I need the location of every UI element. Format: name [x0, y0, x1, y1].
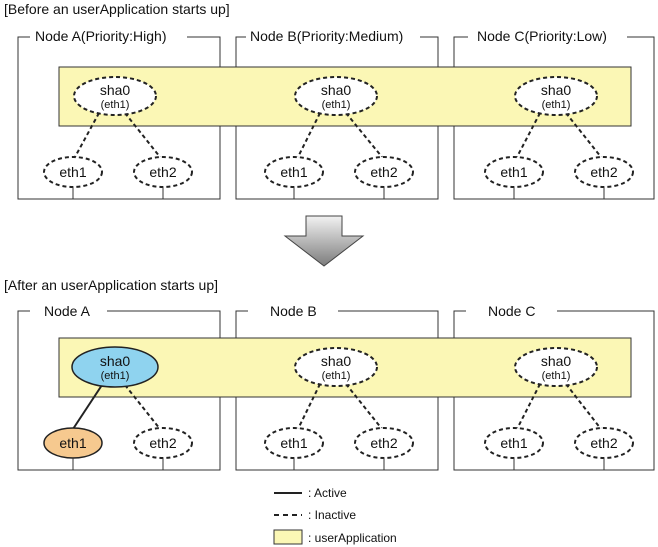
after-b-link-eth1	[297, 383, 321, 430]
before-node-c-label: Node C(Priority:Low)	[477, 28, 607, 44]
after-node-b-group: sha0 (eth1) eth1 eth2	[264, 347, 414, 470]
before-a-sha0	[73, 76, 157, 116]
down-arrow-icon	[283, 215, 365, 267]
before-node-b-label: Node B(Priority:Medium)	[250, 28, 403, 44]
before-c-link-eth1	[516, 112, 541, 158]
before-b-sha0	[294, 76, 378, 116]
before-b-eth1-label: eth1	[280, 164, 307, 180]
legend: : Active : Inactive : userApplication	[273, 486, 397, 545]
before-node-a-group: sha0 (eth1) eth1 eth2	[43, 76, 193, 199]
after-a-eth2-label: eth2	[149, 435, 176, 451]
after-b-sha0-name: sha0	[321, 353, 352, 369]
after-b-eth1-label: eth1	[280, 435, 307, 451]
after-a-sha0-active	[71, 346, 159, 388]
after-a-sha0-name: sha0	[100, 353, 131, 369]
before-b-link-eth1	[297, 112, 321, 158]
before-a-sha0-name: sha0	[100, 82, 131, 98]
after-node-b-frame	[235, 310, 439, 471]
after-c-eth2-label: eth2	[590, 435, 617, 451]
before-node-b-frame	[235, 36, 439, 200]
before-b-sha0-name: sha0	[321, 82, 352, 98]
legend-inactive-label: : Inactive	[308, 508, 356, 522]
after-node-a-group: sha0 (eth1) eth1 eth2	[43, 346, 193, 470]
after-a-eth1-label: eth1	[59, 435, 86, 451]
after-node-c-group: sha0 (eth1) eth1 eth2	[484, 347, 634, 470]
before-node-a-label: Node A(Priority:High)	[35, 28, 167, 44]
before-a-link-eth1	[74, 112, 100, 158]
after-c-sha0-name: sha0	[541, 353, 572, 369]
before-a-sha0-sub: (eth1)	[101, 99, 130, 111]
after-a-sha0-sub: (eth1)	[101, 370, 130, 382]
before-b-sha0-sub: (eth1)	[322, 99, 351, 111]
after-node-b-label: Node B	[270, 303, 317, 319]
after-b-link-eth2	[345, 383, 383, 430]
after-c-eth1-label: eth1	[500, 435, 527, 451]
before-c-sha0-sub: (eth1)	[542, 99, 571, 111]
after-b-eth2-label: eth2	[370, 435, 397, 451]
after-c-sha0-sub: (eth1)	[542, 370, 571, 382]
legend-active-label: : Active	[308, 486, 347, 500]
after-node-c-label: Node C	[488, 303, 535, 319]
after-b-sha0-sub: (eth1)	[322, 370, 351, 382]
before-c-link-eth2	[565, 112, 602, 158]
before-c-sha0-name: sha0	[541, 82, 572, 98]
before-c-eth2-label: eth2	[590, 164, 617, 180]
before-a-link-eth2	[124, 112, 161, 158]
legend-userapp-label: : userApplication	[308, 531, 397, 545]
after-b-sha0	[294, 347, 378, 387]
after-node-a-frame	[17, 310, 221, 471]
after-a-link-eth1-active	[72, 384, 103, 430]
after-c-sha0	[514, 347, 598, 387]
before-b-link-eth2	[345, 112, 383, 158]
before-heading: [Before an userApplication starts up]	[4, 1, 230, 17]
before-b-eth2-label: eth2	[370, 164, 397, 180]
after-node-c-frame	[453, 310, 655, 471]
before-a-eth1-label: eth1	[59, 164, 86, 180]
after-c-link-eth1	[516, 383, 541, 430]
after-a-link-eth2	[124, 384, 161, 430]
legend-userapp-swatch	[273, 529, 303, 545]
before-c-eth1-label: eth1	[500, 164, 527, 180]
before-node-a-frame	[17, 36, 221, 200]
before-node-b-group: sha0 (eth1) eth1 eth2	[264, 76, 414, 199]
after-heading: [After an userApplication starts up]	[4, 277, 218, 293]
before-node-c-group: sha0 (eth1) eth1 eth2	[484, 76, 634, 199]
after-c-link-eth2	[565, 383, 602, 430]
after-node-a-label: Node A	[44, 303, 91, 319]
before-c-sha0	[514, 76, 598, 116]
before-node-c-frame	[453, 36, 655, 200]
before-a-eth2-label: eth2	[149, 164, 176, 180]
